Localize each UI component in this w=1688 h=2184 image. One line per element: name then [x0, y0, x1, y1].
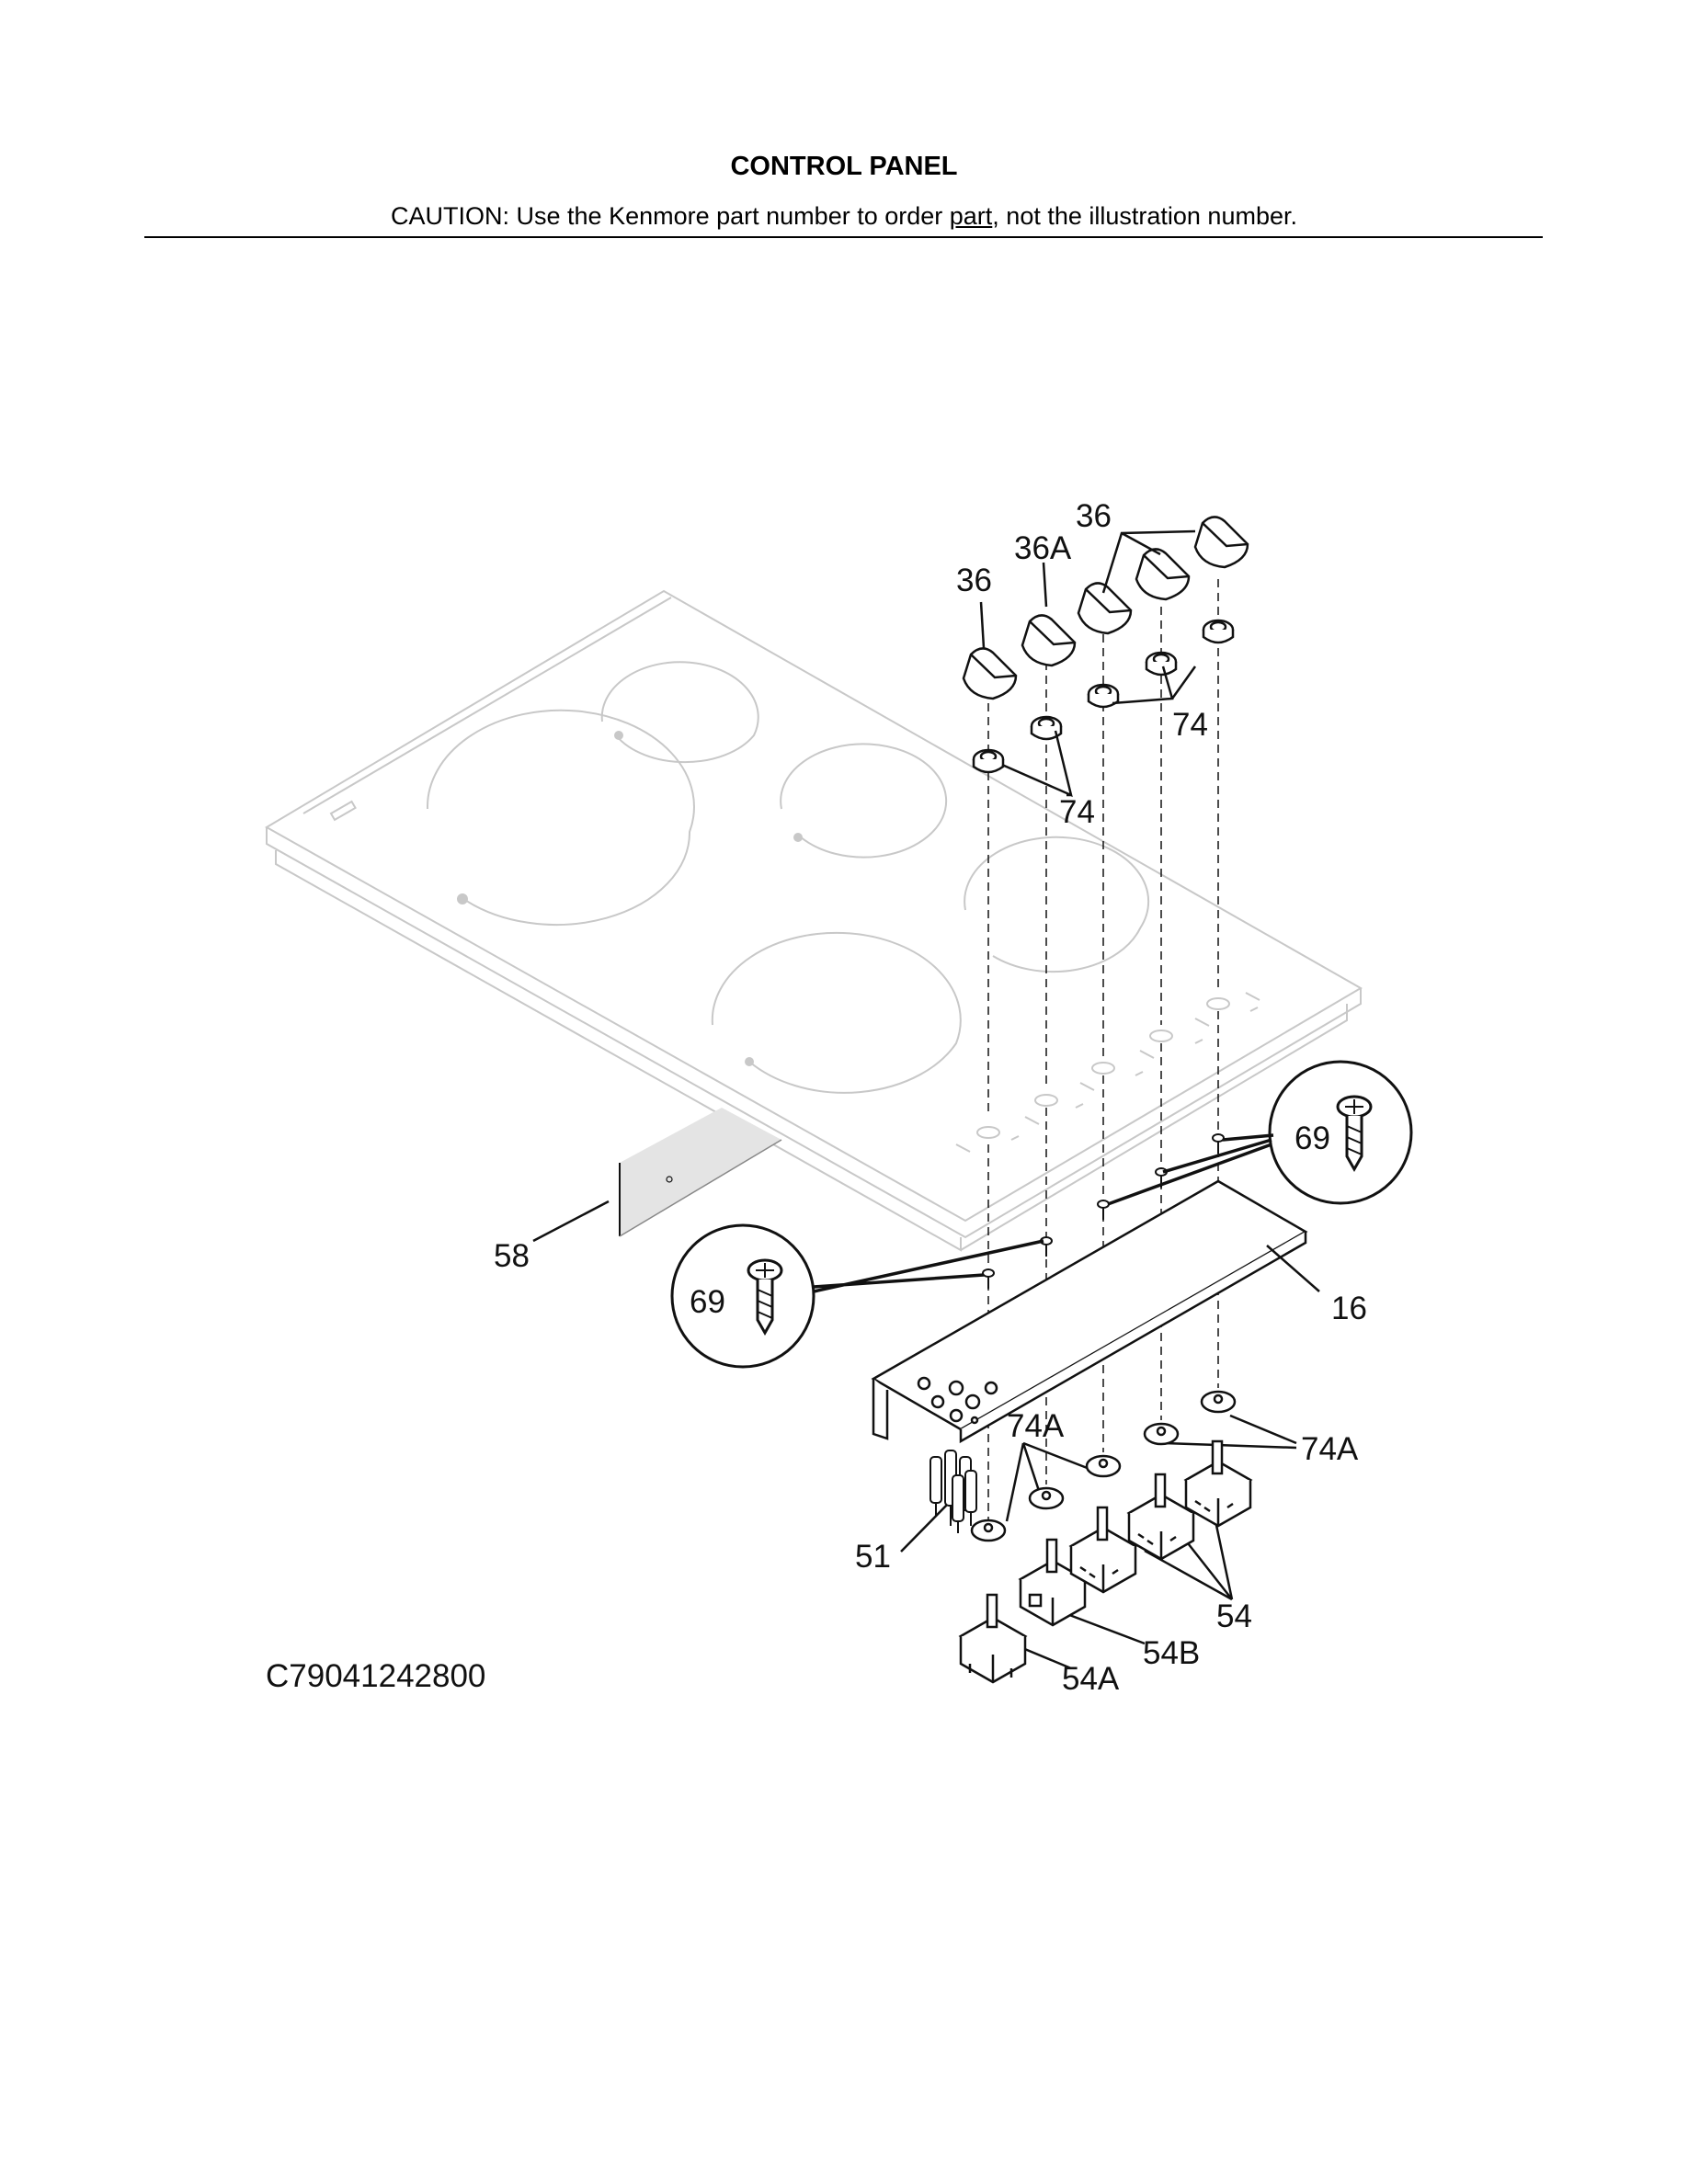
caution-part-link[interactable]: part — [949, 202, 993, 230]
switches-54 — [958, 1439, 1253, 1684]
detail-callout-69-right — [1268, 1060, 1413, 1205]
diagram-code: C79041242800 — [266, 1658, 485, 1694]
label-36-left: 36 — [956, 563, 992, 598]
caution-suffix: , not the illustration number. — [992, 202, 1297, 230]
label-74-right: 74 — [1172, 707, 1208, 743]
header-divider — [144, 236, 1543, 238]
switch-54-2 — [1126, 1473, 1196, 1561]
knob-36a — [1021, 614, 1077, 667]
page-title: CONTROL PANEL — [730, 152, 958, 181]
detail-callout-69-left — [670, 1223, 815, 1369]
bezels-74a — [970, 1390, 1237, 1542]
control-bracket-16 — [871, 1179, 1308, 1444]
label-51: 51 — [855, 1539, 891, 1575]
caution-prefix: CAUTION: Use the Kenmore part number to … — [391, 202, 950, 230]
label-74-left: 74 — [1059, 794, 1095, 830]
label-54a: 54A — [1062, 1661, 1120, 1697]
label-74a-right: 74A — [1301, 1431, 1359, 1467]
switch-54b — [1018, 1538, 1088, 1627]
part-labels: 36 36A 36 74 74 69 69 58 16 74A 74A 51 5… — [266, 498, 1367, 1697]
switch-54a — [958, 1593, 1028, 1684]
label-69-right: 69 — [1295, 1120, 1330, 1156]
leader-lines — [532, 529, 1320, 1670]
switch-54-1 — [1068, 1506, 1138, 1594]
label-69-left: 69 — [690, 1284, 725, 1320]
indicator-lights-51 — [930, 1450, 977, 1533]
knob-36-center — [1077, 582, 1133, 635]
bezels-74 — [972, 619, 1235, 774]
knob-36-left — [962, 647, 1018, 700]
knob-36-right-2 — [1193, 516, 1249, 569]
caution-note: CAUTION: Use the Kenmore part number to … — [0, 202, 1688, 231]
label-36a: 36A — [1014, 530, 1072, 566]
label-58: 58 — [494, 1238, 530, 1274]
label-36-top: 36 — [1076, 498, 1112, 534]
label-74a-left: 74A — [1007, 1408, 1065, 1444]
label-54: 54 — [1216, 1598, 1252, 1634]
screws-69-small — [982, 1133, 1225, 1289]
label-54b: 54B — [1143, 1635, 1200, 1671]
lower-panel-58 — [619, 1108, 782, 1237]
cooktop-glass — [265, 589, 1363, 1252]
label-16: 16 — [1331, 1291, 1367, 1326]
switch-54-3 — [1183, 1439, 1253, 1528]
knob-36-right-1 — [1135, 548, 1191, 601]
